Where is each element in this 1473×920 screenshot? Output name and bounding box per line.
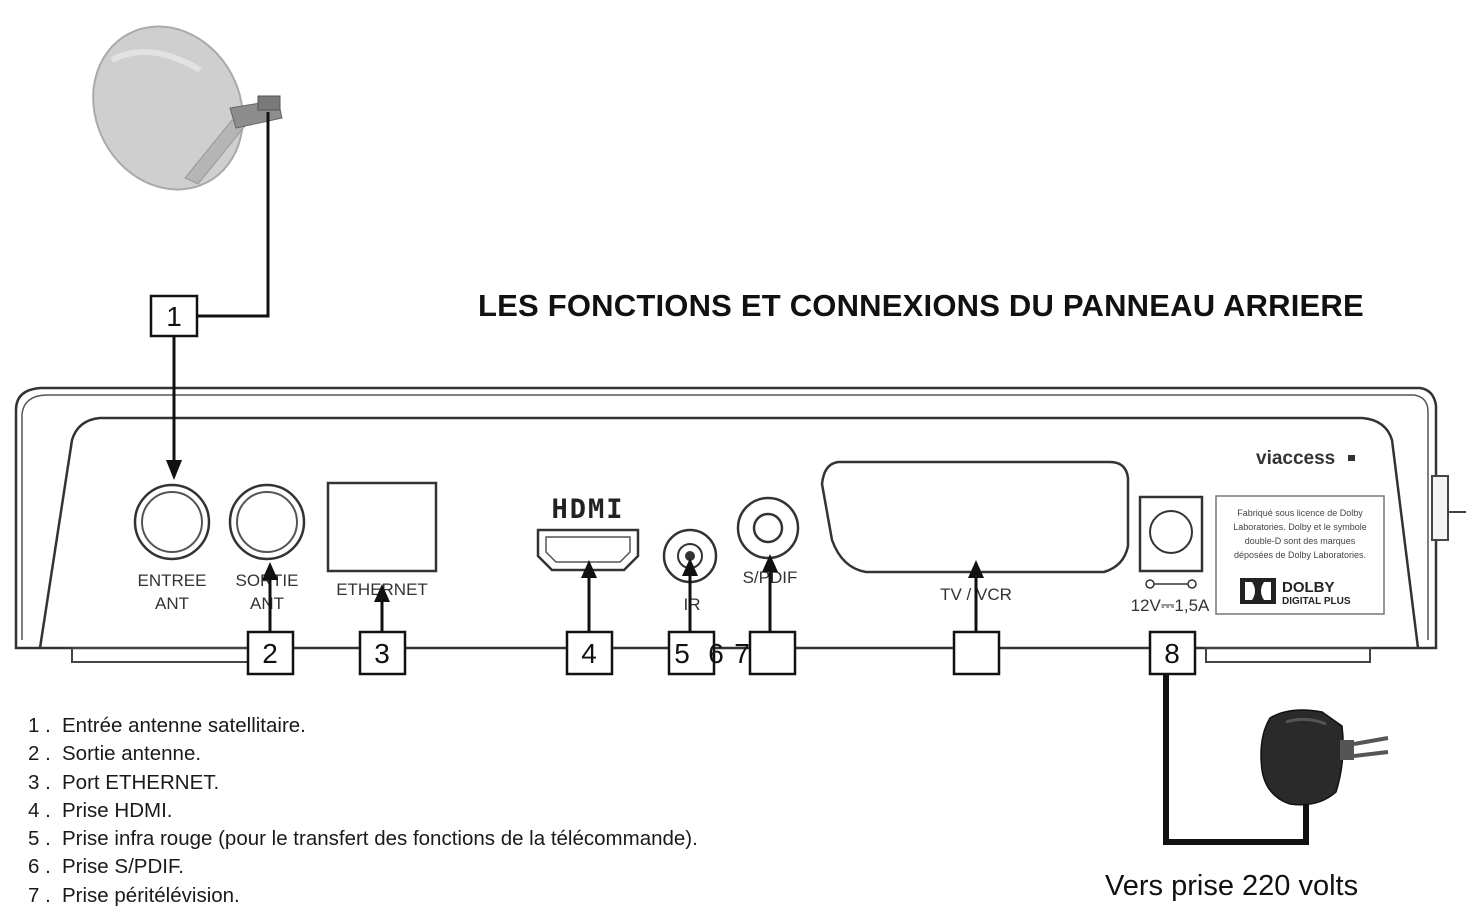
power-adapter-icon <box>1260 709 1389 806</box>
legend-item: 5 .Prise infra rouge (pour le transfert … <box>28 827 698 851</box>
callout-box-spdif <box>748 630 797 676</box>
entree-ant-label-2: ANT <box>155 594 189 613</box>
dolby-notice-line-1: Fabriqué sous licence de Dolby <box>1237 508 1363 518</box>
sortie-ant-label-2: ANT <box>250 594 284 613</box>
satellite-dish-icon <box>92 25 283 191</box>
callout-1 <box>149 294 199 338</box>
tv-vcr-port <box>820 460 1130 574</box>
dolby-notice-line-3: double-D sont des marques <box>1245 536 1356 546</box>
legend-list: 1 .Entrée antenne satellitaire. 2 .Sorti… <box>28 714 698 912</box>
ir-label: IR <box>684 595 701 614</box>
dolby-logo-subtext: DIGITAL PLUS <box>1282 596 1351 607</box>
power-port <box>1138 495 1204 573</box>
dolby-notice-line-2: Laboratories. Dolby et le symbole <box>1233 522 1367 532</box>
legend-item: 1 .Entrée antenne satellitaire. <box>28 714 306 737</box>
svg-text:1: 1 <box>166 301 182 332</box>
entree-ant-port <box>133 483 211 561</box>
callout-6: 6 <box>708 638 724 669</box>
power-outlet-label: Vers prise 220 volts <box>1105 870 1359 902</box>
entree-ant-label-1: ENTREE <box>138 571 207 590</box>
dolby-notice <box>1215 495 1385 615</box>
receiver-outline <box>14 386 1438 650</box>
page-title: LES FONCTIONS ET CONNEXIONS DU PANNEAU A… <box>478 288 1364 323</box>
rear-panel <box>38 416 1420 649</box>
svg-text:5: 5 <box>674 638 690 669</box>
svg-text:4: 4 <box>581 638 597 669</box>
hdmi-logo: HDMI <box>551 494 624 525</box>
svg-text:8: 8 <box>1164 638 1180 669</box>
sortie-ant-label-1: SORTIE <box>236 571 299 590</box>
callout-7: 7 <box>734 638 750 669</box>
dolby-logo-text: DOLBY <box>1282 579 1335 596</box>
legend-item: 4 .Prise HDMI. <box>28 798 173 822</box>
callout-3 <box>358 630 407 676</box>
sortie-ant-port <box>228 483 306 561</box>
power-label: 12V⎓1,5A <box>1131 596 1210 615</box>
legend-item: 2 .Sortie antenne. <box>28 742 202 766</box>
legend-item: 7 .Prise péritélévision. <box>28 883 240 907</box>
dolby-notice-line-4: déposées de Dolby Laboratories. <box>1234 550 1366 560</box>
callout-8 <box>1148 630 1197 676</box>
legend-item: 3 .Port ETHERNET. <box>28 770 220 794</box>
polarity-icon <box>1145 579 1197 589</box>
svg-text:2: 2 <box>262 638 278 669</box>
spdif-port <box>736 496 800 560</box>
callout-2 <box>246 630 295 676</box>
callout-4 <box>565 630 614 676</box>
hdmi-port <box>536 528 640 572</box>
dolby-double-d-icon <box>1240 578 1276 604</box>
legend-item: 6 .Prise S/PDIF. <box>28 855 184 879</box>
svg-text:3: 3 <box>374 638 390 669</box>
power-cable <box>1163 674 1309 845</box>
dish-cable <box>197 112 270 318</box>
callout-box-tv-vcr <box>952 630 1001 676</box>
ethernet-port <box>326 481 438 573</box>
viaccess-logo: viaccess <box>1256 448 1335 469</box>
